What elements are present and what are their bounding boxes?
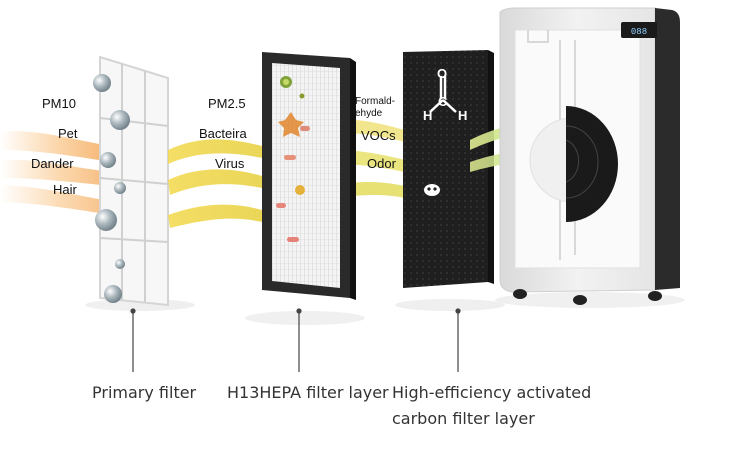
molecule-top-atom: O xyxy=(437,66,448,81)
formaldehyde-label-line2: ehyde xyxy=(355,108,383,119)
carbon-filter xyxy=(403,50,494,288)
molecule-diagram xyxy=(429,76,457,113)
virus-label: Virus xyxy=(215,156,245,171)
caster-wheels xyxy=(513,289,662,305)
microbe-icons xyxy=(276,76,310,242)
callout-lines xyxy=(132,312,459,372)
odor-label: Odor xyxy=(367,156,396,171)
hepa-filter-caption: H13HEPA filter layer xyxy=(227,383,389,402)
carbon-filter-caption-line2: carbon filter layer xyxy=(392,409,535,428)
dander-label: Dander xyxy=(31,156,74,171)
purifier-display: 088 xyxy=(631,27,647,37)
purifier-unit: 088 xyxy=(499,7,680,305)
formaldehyde-label-line1: Formald- xyxy=(355,96,396,107)
particle-balls xyxy=(93,74,130,303)
molecule-center-atom: C xyxy=(438,94,448,109)
hepa-filter xyxy=(262,52,356,300)
bacteria-label: Bacteira xyxy=(199,126,247,141)
odor-icon xyxy=(424,184,440,196)
molecule-left-atom: H xyxy=(423,108,433,123)
carbon-filter-caption-line1: High-efficiency activated xyxy=(392,383,592,402)
pm25-label: PM2.5 xyxy=(208,96,246,111)
callout-dots xyxy=(130,308,461,314)
hair-label: Hair xyxy=(53,182,77,197)
primary-filter xyxy=(93,55,169,307)
pm10-label: PM10 xyxy=(42,96,76,111)
vocs-label: VOCs xyxy=(361,128,396,143)
molecule-right-atom: H xyxy=(458,108,468,123)
primary-filter-caption: Primary filter xyxy=(92,383,197,402)
floor-shadows xyxy=(85,292,685,325)
pet-label: Pet xyxy=(58,126,78,141)
